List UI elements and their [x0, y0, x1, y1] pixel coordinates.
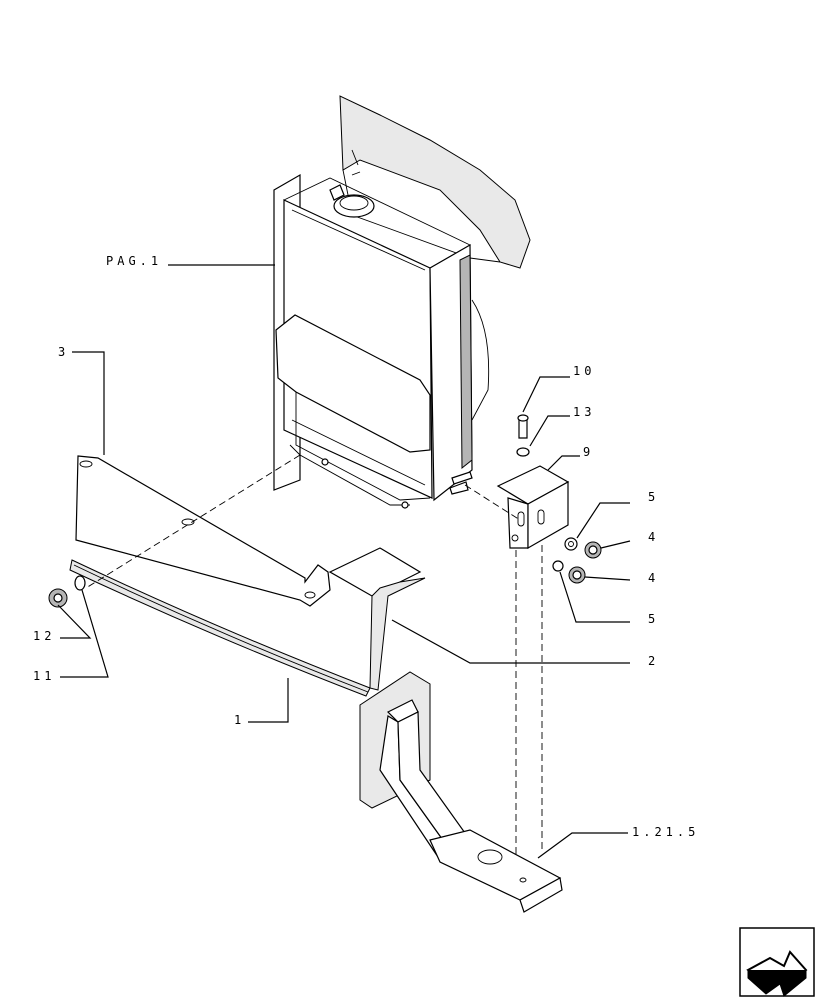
filler-cap — [329, 184, 375, 218]
callout-10: 10 — [573, 364, 595, 378]
leader-lines — [57, 264, 631, 859]
radiator-assembly — [273, 173, 490, 509]
callout-1: 1 — [234, 713, 245, 727]
arrow-right-icon[interactable] — [739, 927, 815, 997]
fan-shroud — [339, 95, 531, 269]
washer-11 — [74, 575, 86, 591]
callout-5-upper: 5 — [648, 490, 659, 504]
bracket-9 — [496, 465, 570, 550]
part-3-plate — [75, 455, 331, 607]
callout-4-upper: 4 — [648, 530, 659, 544]
callout-labels: PAG.1 3 10 13 9 5 4 4 5 2 12 11 1 1.21.5 — [33, 254, 699, 839]
bolt-10 — [517, 414, 529, 439]
part-2-baffle — [328, 547, 426, 691]
nut-4-upper — [584, 541, 602, 559]
callout-9: 9 — [583, 445, 594, 459]
part-1-seal — [69, 559, 371, 697]
washer-5-lower — [552, 560, 564, 572]
support-bracket — [359, 671, 563, 913]
callout-5-lower: 5 — [648, 612, 659, 626]
washer-13 — [516, 447, 530, 457]
callout-pag1: PAG.1 — [106, 254, 162, 268]
callout-2: 2 — [648, 654, 659, 668]
nut-4-lower — [568, 566, 586, 584]
callout-1-21-5: 1.21.5 — [632, 825, 699, 839]
callout-3: 3 — [58, 345, 69, 359]
callout-13: 13 — [573, 405, 595, 419]
callout-12: 12 — [33, 629, 55, 643]
callout-4-lower: 4 — [648, 571, 659, 585]
nut-12 — [48, 588, 68, 608]
callout-11: 11 — [33, 669, 55, 683]
assembly-lines — [85, 454, 543, 858]
washer-5-upper — [564, 537, 578, 551]
